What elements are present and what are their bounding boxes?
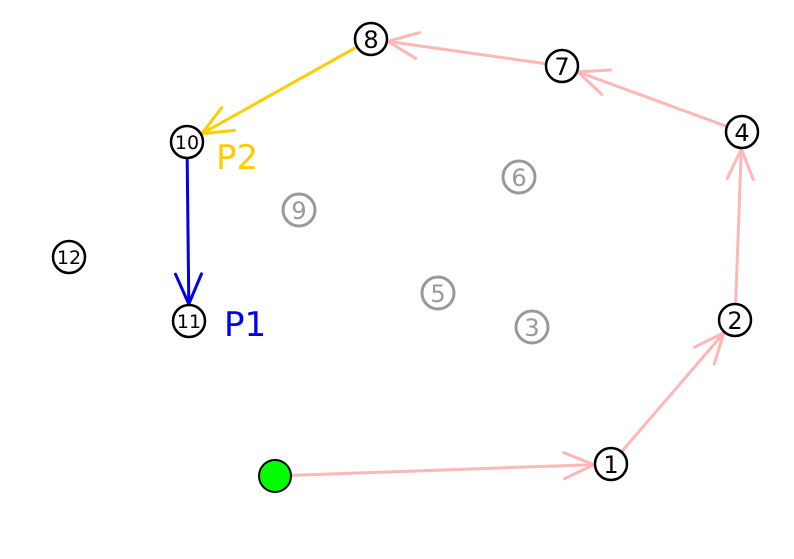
waypoint-label-7: 7 xyxy=(554,53,569,81)
waypoint-label-12: 12 xyxy=(57,247,81,269)
waypoint-label-11: 11 xyxy=(177,311,201,333)
path-label-p2: P2 xyxy=(216,138,258,178)
edge-n2-n4 xyxy=(725,147,755,306)
waypoint-label-2: 2 xyxy=(727,307,742,335)
waypoint-node-8: 8 xyxy=(353,21,389,57)
waypoint-node-10: 10 xyxy=(169,124,205,160)
edge-n4-n7 xyxy=(576,68,729,128)
waypoint-node-3: 3 xyxy=(514,309,550,345)
edge-n8-n10 xyxy=(200,45,359,136)
edge-start-n1 xyxy=(289,451,596,481)
waypoint-node-1: 1 xyxy=(593,446,629,482)
start-marker xyxy=(258,459,292,493)
path-label-p1: P1 xyxy=(224,305,266,345)
waypoint-label-10: 10 xyxy=(175,132,199,154)
edge-n10-n11 xyxy=(173,156,203,306)
waypoint-label-5: 5 xyxy=(430,280,445,308)
edge-n7-n8 xyxy=(386,31,548,66)
waypoint-label-8: 8 xyxy=(363,26,378,54)
waypoint-node-5: 5 xyxy=(420,275,456,311)
waypoint-node-9: 9 xyxy=(281,192,317,228)
waypoint-label-4: 4 xyxy=(734,119,749,147)
edge-n1-n2 xyxy=(619,331,726,454)
waypoint-label-9: 9 xyxy=(291,197,306,225)
waypoint-node-7: 7 xyxy=(544,48,580,84)
waypoint-node-6: 6 xyxy=(501,159,537,195)
waypoint-label-6: 6 xyxy=(511,164,526,192)
waypoint-label-3: 3 xyxy=(524,314,539,342)
edges-layer xyxy=(173,31,755,481)
waypoint-node-12: 12 xyxy=(51,239,87,275)
waypoint-node-4: 4 xyxy=(724,114,760,150)
waypoint-node-2: 2 xyxy=(717,302,753,338)
waypoint-label-1: 1 xyxy=(603,451,618,479)
waypoint-node-11: 11 xyxy=(171,303,207,339)
